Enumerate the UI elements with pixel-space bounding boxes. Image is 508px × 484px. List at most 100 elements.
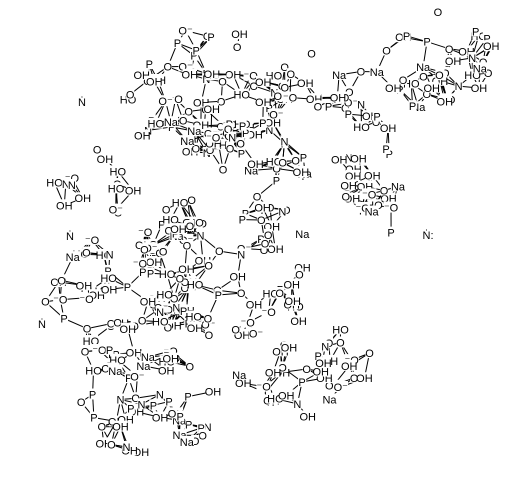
- atom-label: OH: [330, 92, 347, 104]
- atom-label: O: [484, 68, 493, 80]
- atom-label-bg: [280, 81, 289, 93]
- atom-label: HO: [85, 366, 102, 378]
- atom-label: O: [138, 316, 147, 328]
- atom-label: Na: [416, 62, 431, 74]
- atom-label-bg: [134, 68, 149, 80]
- atom-label-bg: [321, 340, 330, 352]
- atom-label: OH: [56, 200, 73, 212]
- atom-label: OH: [255, 97, 272, 109]
- atom-label: O: [341, 93, 350, 105]
- atom-label-bg: [237, 287, 246, 299]
- atom-label-bg: [93, 143, 102, 155]
- atom-label-bg: [155, 388, 164, 400]
- atom-label-bg: [357, 180, 373, 192]
- atom-label: P: [259, 118, 266, 130]
- atom-label: OH: [170, 224, 187, 236]
- atom-label: HO: [159, 269, 176, 281]
- atom-label-bg: [92, 344, 107, 355]
- atom-label-bg: [41, 295, 50, 307]
- atom-label-bg: [265, 116, 280, 128]
- atom-label: Na: [295, 229, 310, 241]
- atom-label-bg: [135, 129, 150, 141]
- atom-label-bg: [231, 323, 240, 335]
- atom-label-bg: [237, 248, 246, 260]
- atom-label: OH: [182, 70, 199, 82]
- atom-label: OH: [265, 117, 282, 129]
- atom-label: O: [82, 248, 91, 260]
- atom-label: HO: [108, 183, 125, 195]
- atom-label-bg: [159, 364, 174, 376]
- atom-label-bg: [136, 359, 151, 371]
- atom-label: O: [278, 158, 287, 170]
- atom-label-bg: [299, 151, 308, 163]
- atom-label: P: [147, 268, 154, 280]
- atom-label-bg: [57, 199, 72, 211]
- atom-label: O: [291, 156, 300, 168]
- atom-label: P: [180, 306, 187, 318]
- atom-label: OH: [125, 186, 142, 198]
- atom-label: N: [68, 180, 76, 192]
- atom-label-bg: [279, 389, 294, 401]
- atom-label: ⁻O: [283, 93, 298, 105]
- atom-label: O⁻: [249, 329, 264, 341]
- atom-label: O: [261, 239, 270, 251]
- atom-label-bg: [350, 371, 359, 383]
- atom-label: O: [159, 247, 168, 259]
- atom-label-bg: [146, 267, 155, 279]
- atom-label: P: [184, 392, 191, 404]
- atom-label: P: [89, 390, 96, 402]
- atom-label: P: [158, 220, 165, 232]
- atom-label: O⁻: [269, 109, 284, 121]
- atom-label: N: [321, 342, 329, 354]
- atom-label: OH: [187, 323, 204, 335]
- atom-label-bg: [432, 74, 448, 86]
- atom-label-bg: [459, 45, 474, 57]
- atom-label: O: [57, 275, 66, 287]
- atom-label-bg: [381, 192, 396, 204]
- atom-label: P: [300, 153, 307, 165]
- atom-label-bg: [356, 65, 365, 77]
- atom-label-bg: [363, 110, 378, 122]
- atom-label: Na: [322, 394, 337, 406]
- atom-label-bg: [433, 6, 442, 17]
- atom-label-bg: [269, 108, 284, 120]
- atom-label-bg: [159, 245, 168, 257]
- atom-label: OH: [101, 284, 118, 296]
- atom-label-bg: [97, 420, 106, 432]
- atom-label-bg: [408, 100, 417, 112]
- atom-label: N: [117, 395, 125, 407]
- atom-label-bg: [215, 245, 224, 257]
- atom-label: N: [156, 390, 164, 402]
- atom-label-bg: [108, 182, 124, 194]
- atom-label-bg: [252, 190, 262, 202]
- atom-label: N: [237, 250, 245, 262]
- atom-label-bg: [272, 174, 281, 186]
- atom-label-bg: [124, 372, 133, 384]
- atom-label-bg: [67, 178, 76, 190]
- atom-label-bg: [344, 108, 353, 120]
- atom-label: Na: [164, 117, 179, 129]
- atom-label-bg: [184, 105, 193, 117]
- atom-label: P: [124, 282, 131, 294]
- atom-label: O: [345, 87, 354, 99]
- atom-label-bg: [357, 98, 366, 110]
- atom-label: P: [382, 144, 389, 156]
- atom-label: N: [278, 206, 286, 218]
- atom-label: O: [237, 288, 246, 300]
- atom-label: ⁻O: [138, 227, 153, 239]
- atom-label-bg: [346, 163, 361, 175]
- atom-label-bg: [187, 278, 203, 290]
- atom-label-bg: [59, 312, 69, 324]
- atom-label-bg: [285, 294, 300, 306]
- atom-label-bg: [273, 345, 288, 357]
- nitrogen-label: Ṅ: [38, 318, 46, 331]
- atom-label: P: [239, 215, 246, 227]
- atom-label: ⁻O: [92, 345, 107, 357]
- atom-label: ⁻O: [206, 133, 221, 145]
- atom-label: P: [106, 345, 113, 357]
- atom-label-bg: [152, 411, 168, 423]
- atom-label: OH: [281, 343, 298, 355]
- atom-label-bg: [243, 69, 258, 81]
- atom-label: HO: [185, 312, 202, 324]
